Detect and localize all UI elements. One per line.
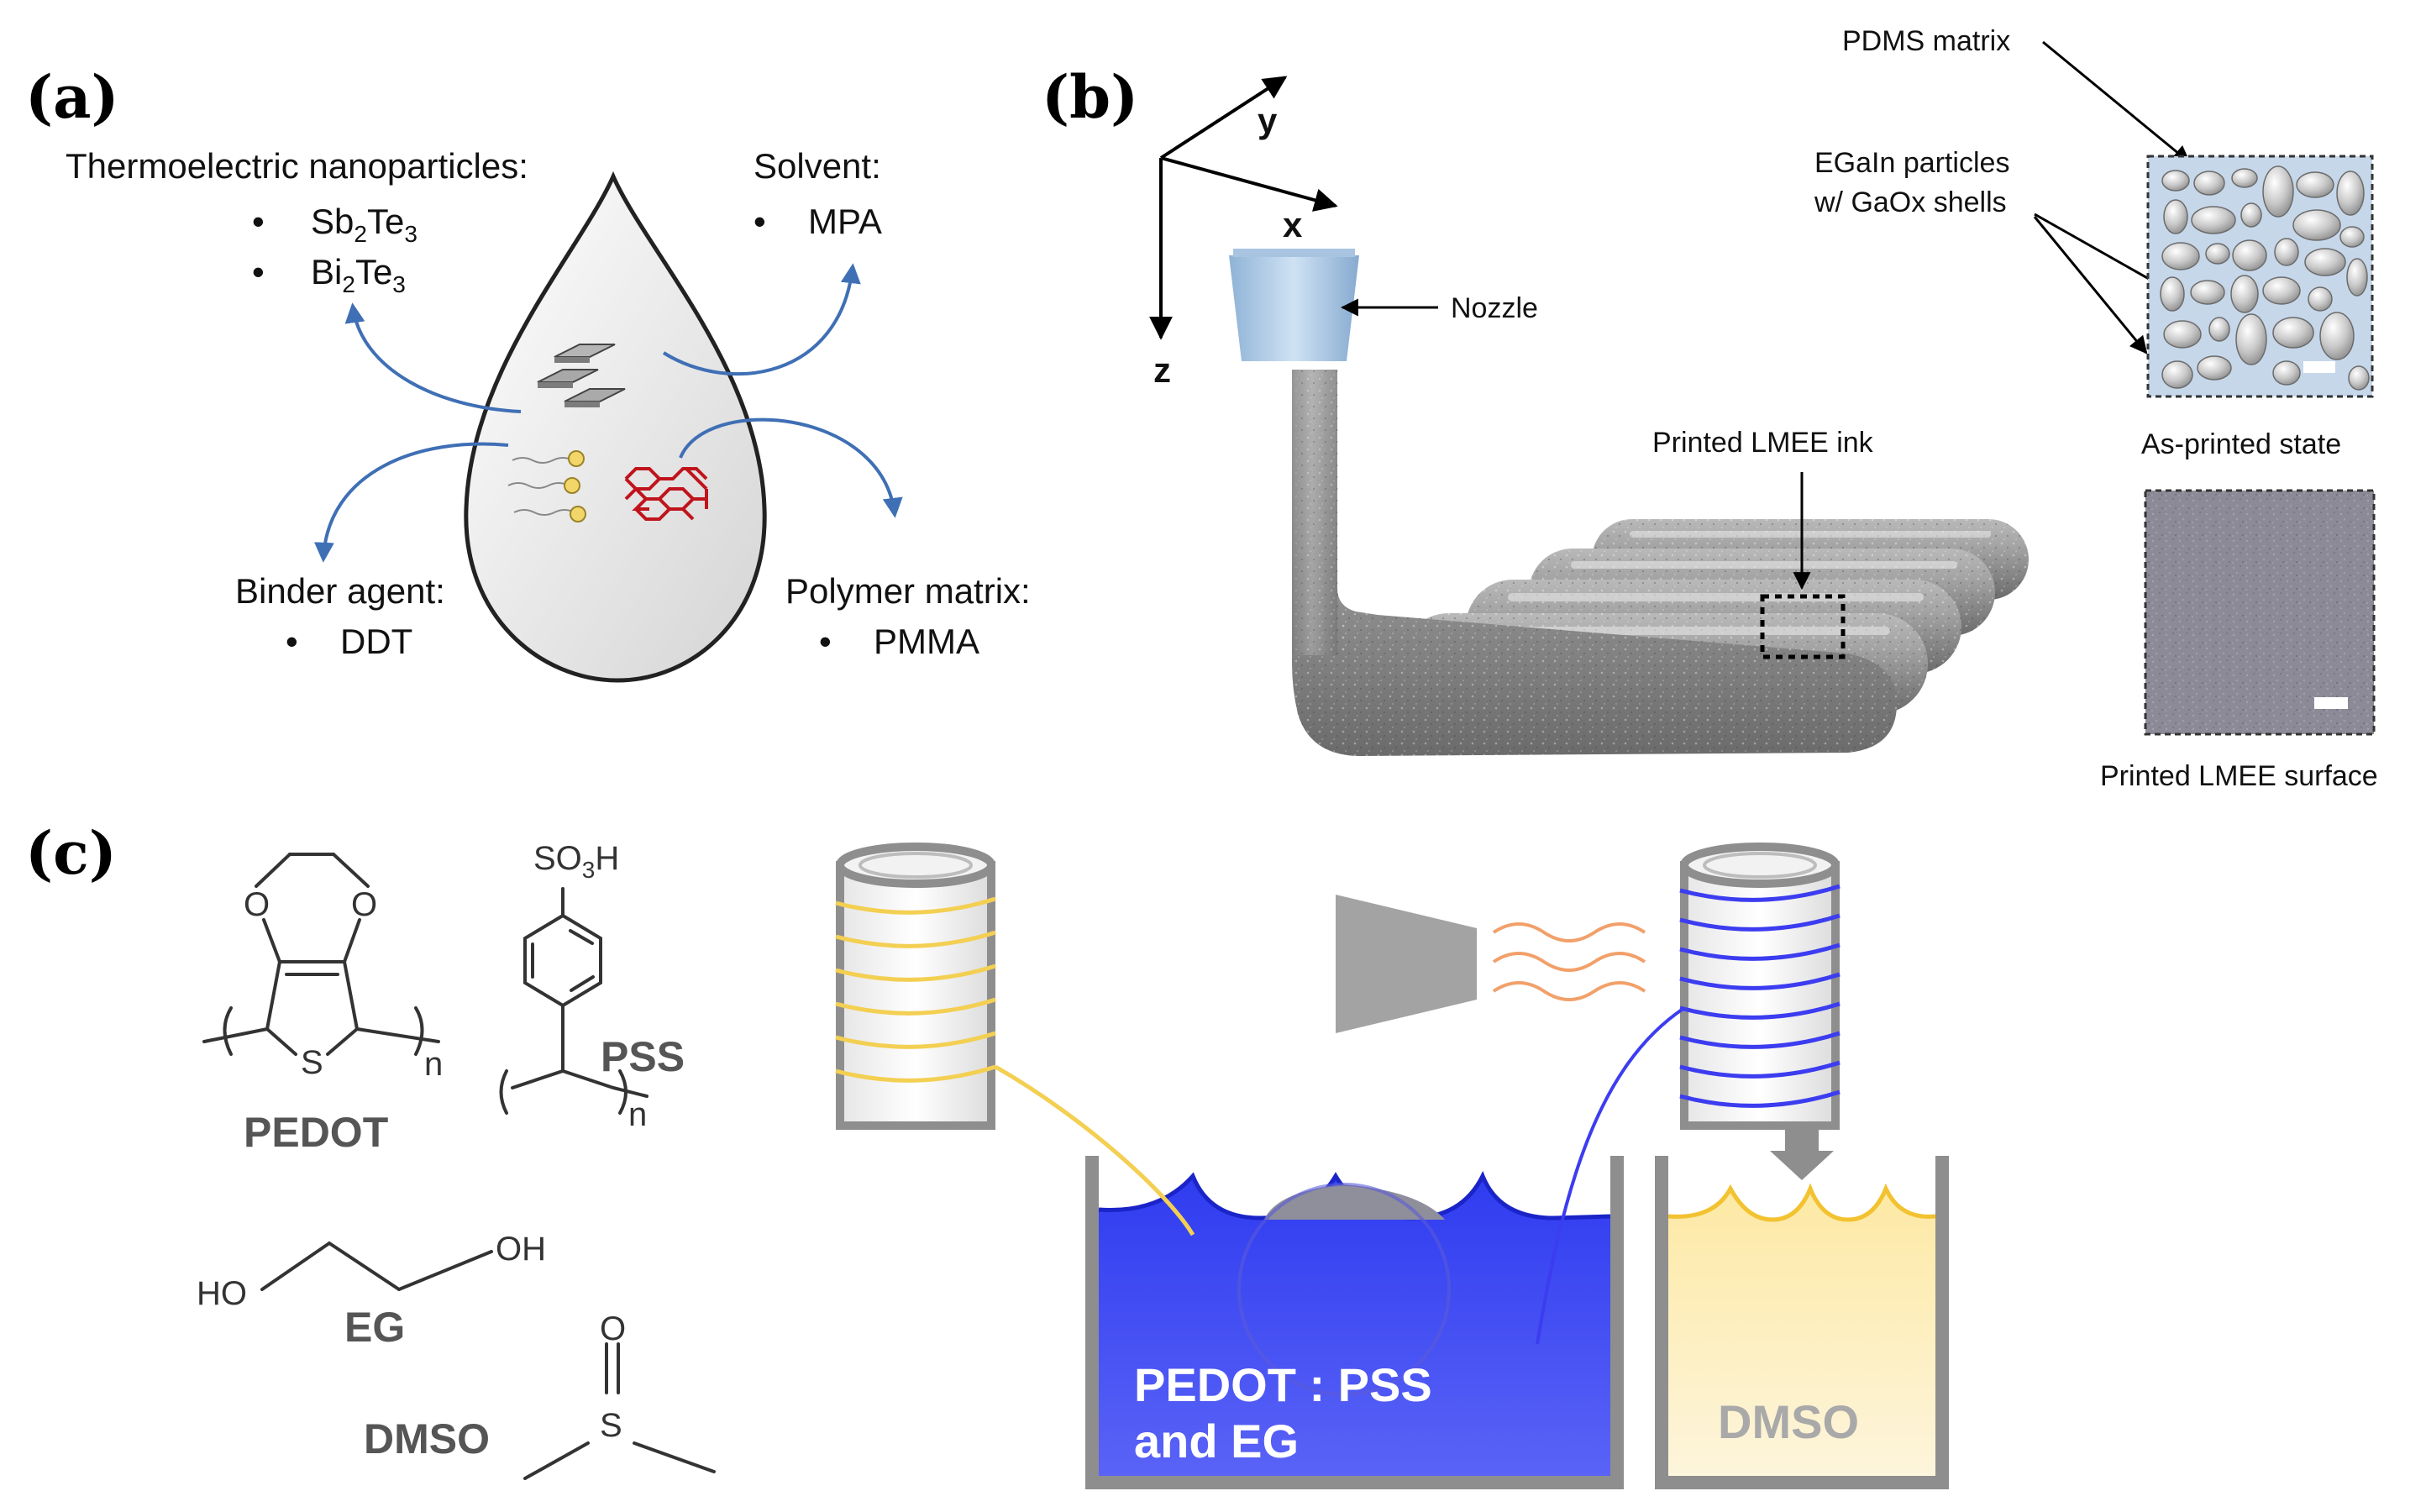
axes (1149, 76, 1338, 340)
polymer-title: Polymer matrix: (785, 571, 1031, 611)
axis-z-label: z (1153, 350, 1171, 390)
cylinder-yellow-coil (835, 843, 1195, 1236)
polymer-lattice (624, 467, 708, 521)
panel-c: (c) O O S n PEDOT (25, 818, 1949, 1489)
binder-item: DDT (340, 622, 412, 661)
bullet: • (819, 622, 832, 661)
arrow-to-polymer (679, 417, 903, 518)
bath1-label-line1: PEDOT : PSS (1134, 1358, 1432, 1411)
pss-so3h: SO3H (533, 840, 619, 883)
dmso-o: O (600, 1310, 626, 1347)
dmso-s: S (600, 1407, 622, 1444)
egain-pointer-2 (2033, 216, 2148, 354)
pedot-s: S (301, 1044, 323, 1081)
panel-b-label: (b) (1042, 62, 1138, 132)
bullet: • (754, 202, 766, 241)
arrow-to-solvent (662, 263, 861, 376)
printed-surface-label: Printed LMEE surface (2100, 760, 2378, 792)
dmso-structure (523, 1342, 716, 1480)
arrow-to-binder (313, 442, 509, 563)
as-printed-label: As-printed state (2141, 428, 2341, 460)
panel-b: (b) y x z (1042, 25, 2378, 792)
eg-oh: OH (496, 1231, 546, 1268)
polymer-item: PMMA (874, 622, 979, 661)
bullet: • (252, 202, 265, 241)
nanoparticle-sb2te3: Sb2Te3 (311, 202, 417, 247)
printed-surface-inset (2144, 489, 2376, 736)
as-printed-inset (2146, 155, 2374, 398)
panel-a-label: (a) (25, 62, 119, 132)
pdms-label: PDMS matrix (1842, 25, 2010, 57)
eg-label: EG (344, 1304, 405, 1351)
nanoparticles-title: Thermoelectric nanoparticles: (66, 146, 528, 186)
solvent-title: Solvent: (754, 146, 881, 186)
pedot-n: n (424, 1046, 443, 1083)
bullet: • (286, 622, 298, 661)
pss-structure (499, 887, 649, 1115)
heater (1336, 895, 1646, 1033)
pss-n: n (628, 1096, 647, 1133)
printed-ink-label: Printed LMEE ink (1652, 427, 1874, 459)
nanoparticle-platelets (537, 344, 626, 407)
eg-ho: HO (197, 1275, 247, 1312)
binder-title: Binder agent: (235, 571, 445, 611)
bath1-label-line2: and EG (1134, 1415, 1299, 1467)
pdms-pointer (2042, 40, 2191, 164)
nozzle (1229, 255, 1359, 361)
arrow-to-nanoparticles (344, 302, 522, 413)
pedot-structure (202, 853, 440, 1056)
selection-box (1760, 594, 1846, 659)
axis-y-label: y (1258, 101, 1278, 140)
panel-c-label: (c) (25, 818, 117, 888)
bath-dmso (1655, 1156, 1949, 1489)
bath-pedot-pss (1085, 1156, 1624, 1489)
bath2-label: DMSO (1718, 1395, 1859, 1448)
nanoparticle-bi2te3: Bi2Te3 (311, 252, 406, 297)
pedot-label: PEDOT (244, 1109, 388, 1156)
printed-filaments (1292, 370, 2029, 756)
pedot-o-left: O (244, 886, 270, 923)
bullet: • (252, 252, 265, 291)
dmso-label: DMSO (364, 1415, 490, 1462)
egain-label-line1: EGaIn particles (1814, 147, 2009, 179)
pedot-o-right: O (351, 886, 377, 923)
eg-structure (260, 1241, 493, 1292)
droplet (464, 171, 767, 683)
pss-label: PSS (601, 1033, 685, 1080)
down-arrow-icon (1770, 1130, 1834, 1180)
panel-a: (a) (25, 62, 1031, 683)
binder-molecules (507, 450, 586, 522)
solvent-item: MPA (808, 202, 882, 241)
cylinder-blue-coil (1536, 843, 1841, 1345)
egain-label-line2: w/ GaOx shells (1814, 186, 2007, 218)
nozzle-label: Nozzle (1451, 292, 1538, 324)
axis-x-label: x (1283, 205, 1303, 244)
